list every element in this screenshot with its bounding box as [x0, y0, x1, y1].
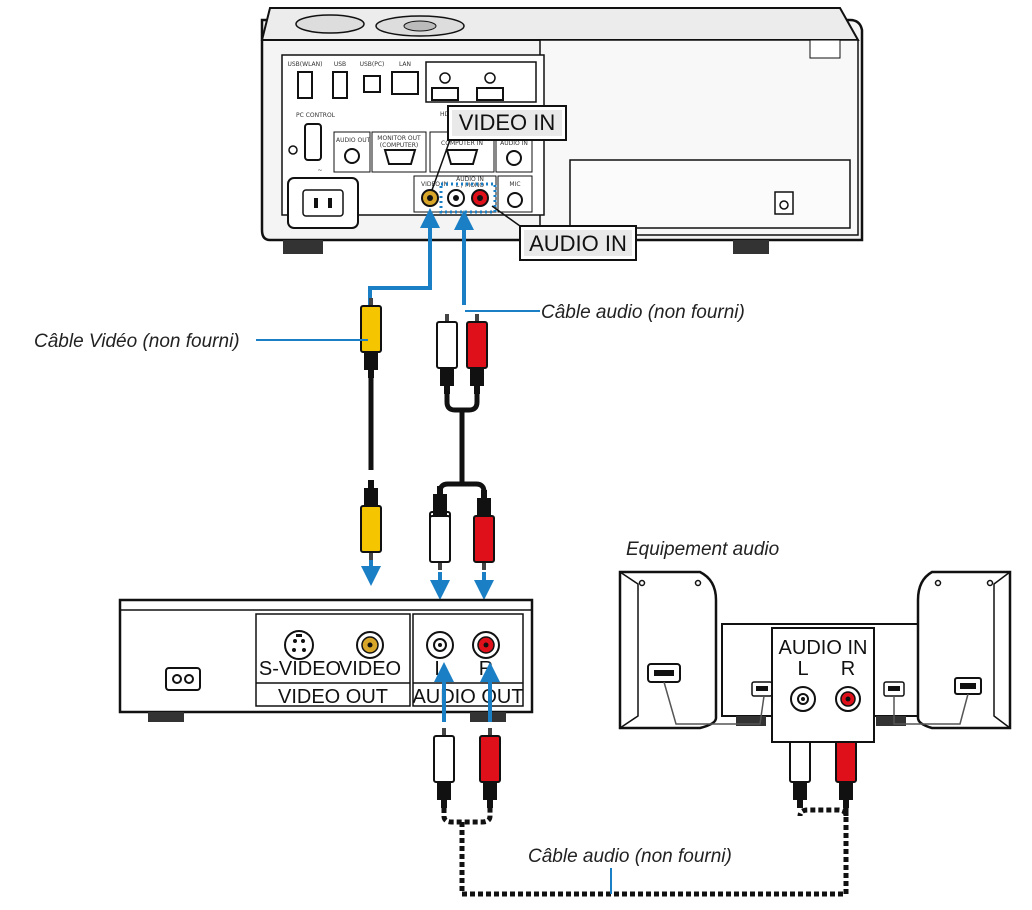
hdmi2-port — [476, 87, 504, 101]
port-label-usb: USB — [334, 61, 346, 68]
source-video-out-label: VIDEO OUT — [278, 686, 388, 708]
usb-wlan-port — [297, 71, 313, 99]
svideo-jack — [284, 630, 314, 660]
video-cable — [360, 297, 382, 586]
port-label-usb-wlan: USB(WLAN) — [287, 61, 322, 68]
source-svideo-label: S-VIDEO — [259, 658, 341, 680]
port-label-lan: LAN — [399, 61, 411, 68]
callout-video-in: VIDEO IN — [431, 105, 567, 191]
computer-in-port — [445, 149, 479, 165]
audio-equipment-l-label: L — [797, 658, 808, 680]
port-label-monitor-out-sub: (COMPUTER) — [380, 142, 418, 149]
usb-port — [332, 71, 348, 99]
audio-equipment-title: Equipement audio — [626, 539, 779, 560]
source-audio-out-label: AUDIO OUT — [412, 686, 523, 708]
hdmi1-port — [431, 87, 459, 101]
svg-text:~: ~ — [317, 167, 322, 174]
audio-equipment-audio-in-label: AUDIO IN — [779, 637, 868, 659]
audio-cable-bottom — [433, 727, 857, 897]
lan-port — [391, 71, 419, 95]
audio-out-jack — [344, 148, 360, 164]
audio-in-minijack — [506, 150, 522, 166]
port-label-pc-control: PC CONTROL — [296, 112, 336, 119]
audio-cable-bottom-caption: Câble audio (non fourni) — [528, 846, 732, 867]
source-video-label: VIDEO — [339, 658, 401, 680]
video-cable-caption: Câble Vidéo (non fourni) — [34, 331, 240, 352]
audio-in-highlight — [439, 182, 497, 214]
audio-cable-top-caption: Câble audio (non fourni) — [541, 302, 745, 323]
audio-cable-top — [429, 313, 495, 600]
pc-control-port — [304, 123, 322, 161]
audio-cable-top-label: Câble audio (non fourni) — [465, 302, 745, 323]
port-label-audio-in-lmono: AUDIO IN — [456, 176, 484, 183]
arrows-from-source — [434, 662, 500, 722]
audio-cable-bottom-label: Câble audio (non fourni) — [528, 846, 732, 894]
audio-equipment-r-label: R — [841, 658, 855, 680]
port-label-lmono: L / MONO — [456, 182, 485, 189]
port-label-monitor-out: MONITOR OUT — [377, 135, 421, 142]
audio-equipment: Equipement audio AUDIO IN L R — [618, 539, 1012, 743]
mic-jack — [507, 192, 523, 208]
port-label-usb-pc: USB(PC) — [360, 61, 385, 68]
callout-audio-in-label: AUDIO IN — [529, 231, 627, 256]
port-label-audio-out: AUDIO OUT — [336, 137, 371, 144]
callout-audio-in: AUDIO IN — [491, 205, 637, 261]
source-device: S-VIDEO VIDEO VIDEO OUT L R AUDIO OUT — [118, 598, 534, 722]
port-label-audio-in-small: AUDIO IN — [500, 140, 528, 147]
port-label-computer-in: COMPUTER IN — [441, 140, 483, 147]
usb-pc-port — [363, 75, 381, 93]
monitor-out-port — [383, 149, 417, 165]
port-label-mic: MIC — [509, 181, 520, 188]
video-cable-label: Câble Vidéo (non fourni) — [34, 331, 368, 352]
callout-video-in-label: VIDEO IN — [459, 110, 556, 135]
